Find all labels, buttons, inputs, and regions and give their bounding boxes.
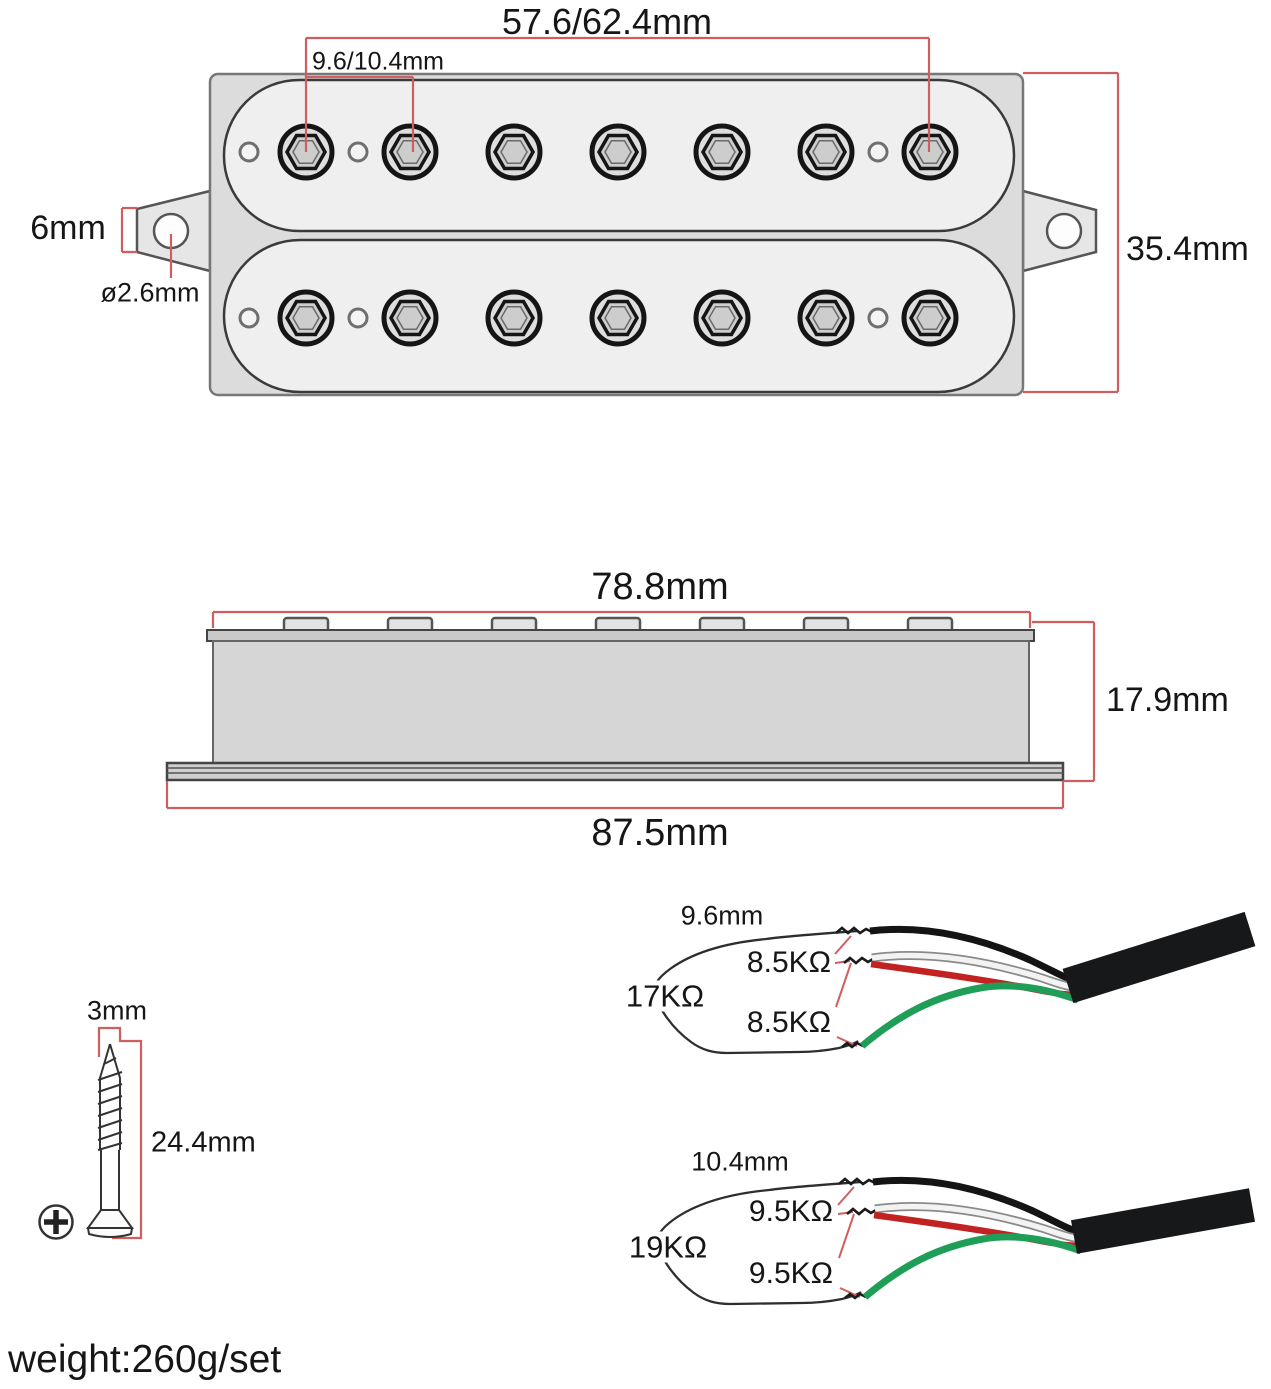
output-cable-a [1062, 911, 1256, 1004]
weight-label: weight:260g/set [8, 1338, 282, 1381]
dim-pole-span-label: 57.6/62.4mm [501, 1, 713, 42]
dim-ear-height-label: 6mm [30, 209, 106, 247]
screw-drawing [86, 1043, 134, 1238]
wiring-a-total-label: 17KΩ [622, 980, 708, 1012]
wiring-b-coil2-label: 9.5KΩ [748, 1257, 834, 1290]
dim-side-thickness-label: 17.9mm [1106, 681, 1229, 719]
top-view-dimension-lines [120, 36, 1120, 394]
screw-head-front-view [38, 1204, 74, 1240]
dim-pole-pitch-label: 9.6/10.4mm [311, 47, 445, 76]
mounting-ear-right-hole [1045, 212, 1083, 250]
wiring-b-total-label: 19KΩ [625, 1231, 711, 1263]
output-cable-b [1070, 1188, 1256, 1254]
screw-dimension-lines [97, 1026, 143, 1240]
wiring-diagram-b [658, 1179, 1256, 1304]
dim-screw-head-label: 3mm [87, 995, 147, 1026]
wiring-a-pitch-label: 9.6mm [680, 900, 764, 931]
mounting-screw [38, 1026, 143, 1240]
side-baseplate [165, 761, 1065, 782]
dim-body-height-label: 35.4mm [1126, 230, 1249, 268]
pickup-top-view [120, 36, 1120, 397]
side-body [212, 640, 1030, 764]
dim-screw-length-label: 24.4mm [151, 1126, 256, 1159]
side-view-dimension-lines [165, 610, 1096, 810]
pickup-side-view [165, 610, 1096, 810]
wiring-b-coil1-label: 9.5KΩ [748, 1195, 834, 1228]
dim-side-top-width-label: 78.8mm [591, 566, 729, 608]
dim-side-base-width-label: 87.5mm [591, 812, 729, 854]
wiring-diagram-a [655, 911, 1256, 1053]
wiring-a-coil2-label: 8.5KΩ [746, 1006, 832, 1039]
wiring-b-pitch-label: 10.4mm [691, 1146, 789, 1177]
side-top-rail [206, 629, 1035, 642]
dim-ear-hole-label: ø2.6mm [100, 277, 200, 308]
wiring-a-coil1-label: 8.5KΩ [746, 946, 832, 979]
